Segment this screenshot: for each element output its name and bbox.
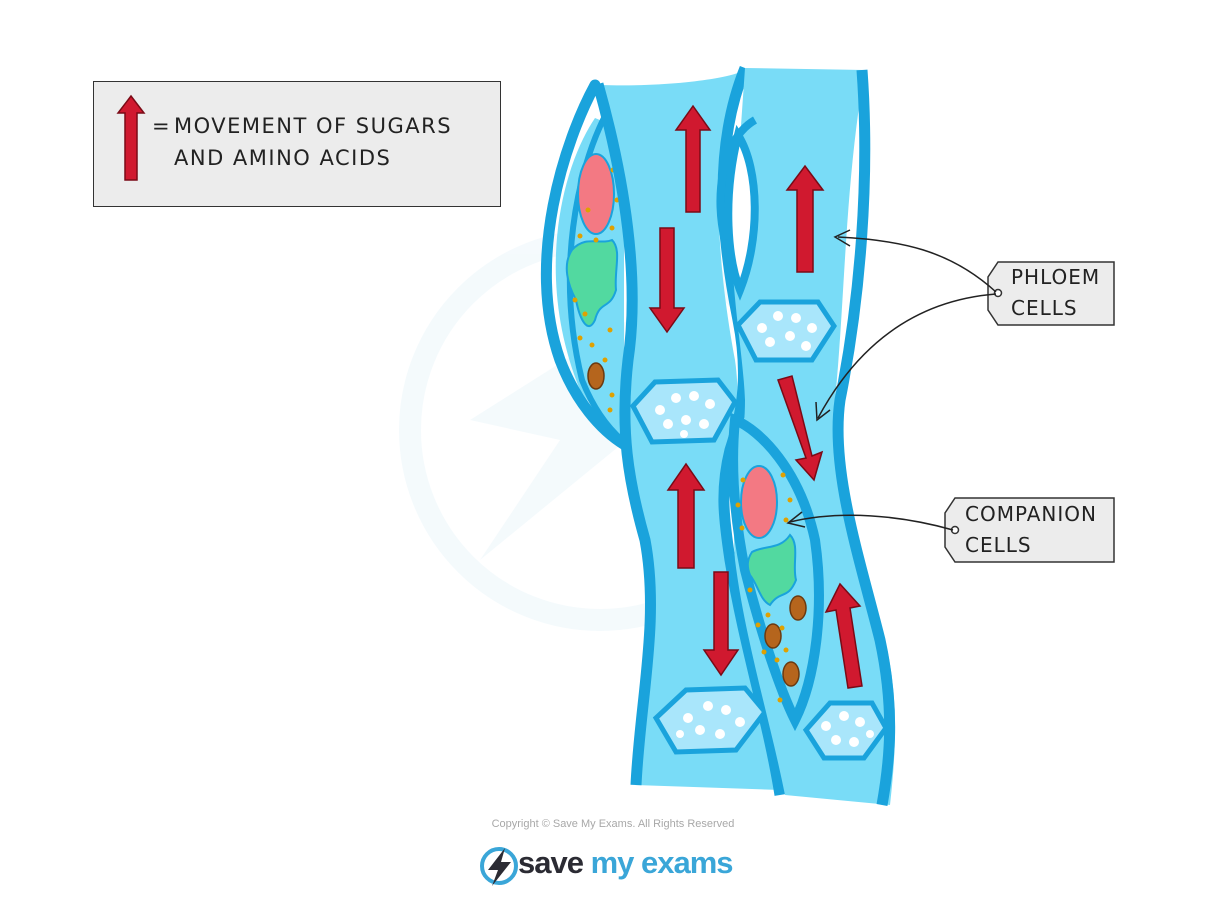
sieve-tube-left [592, 65, 786, 796]
companion-label-tag [944, 497, 1115, 563]
pointer-phloem-1 [837, 236, 997, 293]
mitochondrion-upper [587, 362, 605, 390]
arrow-up-4 [824, 582, 863, 689]
lightning-bolt-logo-icon [480, 847, 518, 886]
pointer-phloem-2 [817, 293, 997, 419]
sieve-plate-1 [629, 377, 738, 445]
key-box [93, 81, 501, 207]
sieve-plate-4 [802, 700, 889, 761]
phloem-label-tag [987, 261, 1115, 326]
pointer-lines [786, 229, 997, 531]
arrow-up-3 [666, 462, 706, 569]
arrow-up-2 [785, 164, 825, 273]
arrow-down-2 [777, 375, 824, 482]
pointer-phloem-1-head [833, 229, 851, 247]
key-line-2: AND AMINO ACIDS [174, 146, 392, 170]
key-equals: = [152, 114, 172, 138]
sieve-tube-right [716, 68, 896, 806]
nucleus-lower [740, 465, 778, 539]
companion-label-line-1: COMPANION [965, 502, 1097, 526]
nucleus-upper [577, 153, 615, 235]
arrow-down-3 [702, 571, 740, 677]
brand-part-1: save [518, 845, 584, 880]
pointer-companion [789, 514, 954, 531]
arrow-up-1 [674, 104, 712, 213]
pointer-phloem-2-head [815, 401, 831, 422]
phloem-label-line-2: CELLS [1011, 296, 1078, 320]
companion-cell-upper [540, 79, 631, 451]
key-line-1: MOVEMENT OF SUGARS [174, 114, 453, 138]
companion-label-line-2: CELLS [965, 533, 1032, 557]
arrow-down-1 [648, 227, 686, 334]
phloem-label-line-1: PHLOEM [1011, 265, 1101, 289]
brand-wordmark: save my exams [518, 845, 734, 881]
brand-part-2: my exams [590, 845, 734, 880]
vacuole-lower [746, 533, 798, 607]
copyright-text: Copyright © Save My Exams. All Rights Re… [491, 818, 735, 830]
movement-arrows [648, 104, 863, 689]
pointer-companion-head [786, 511, 806, 528]
vacuole-upper [565, 238, 619, 328]
